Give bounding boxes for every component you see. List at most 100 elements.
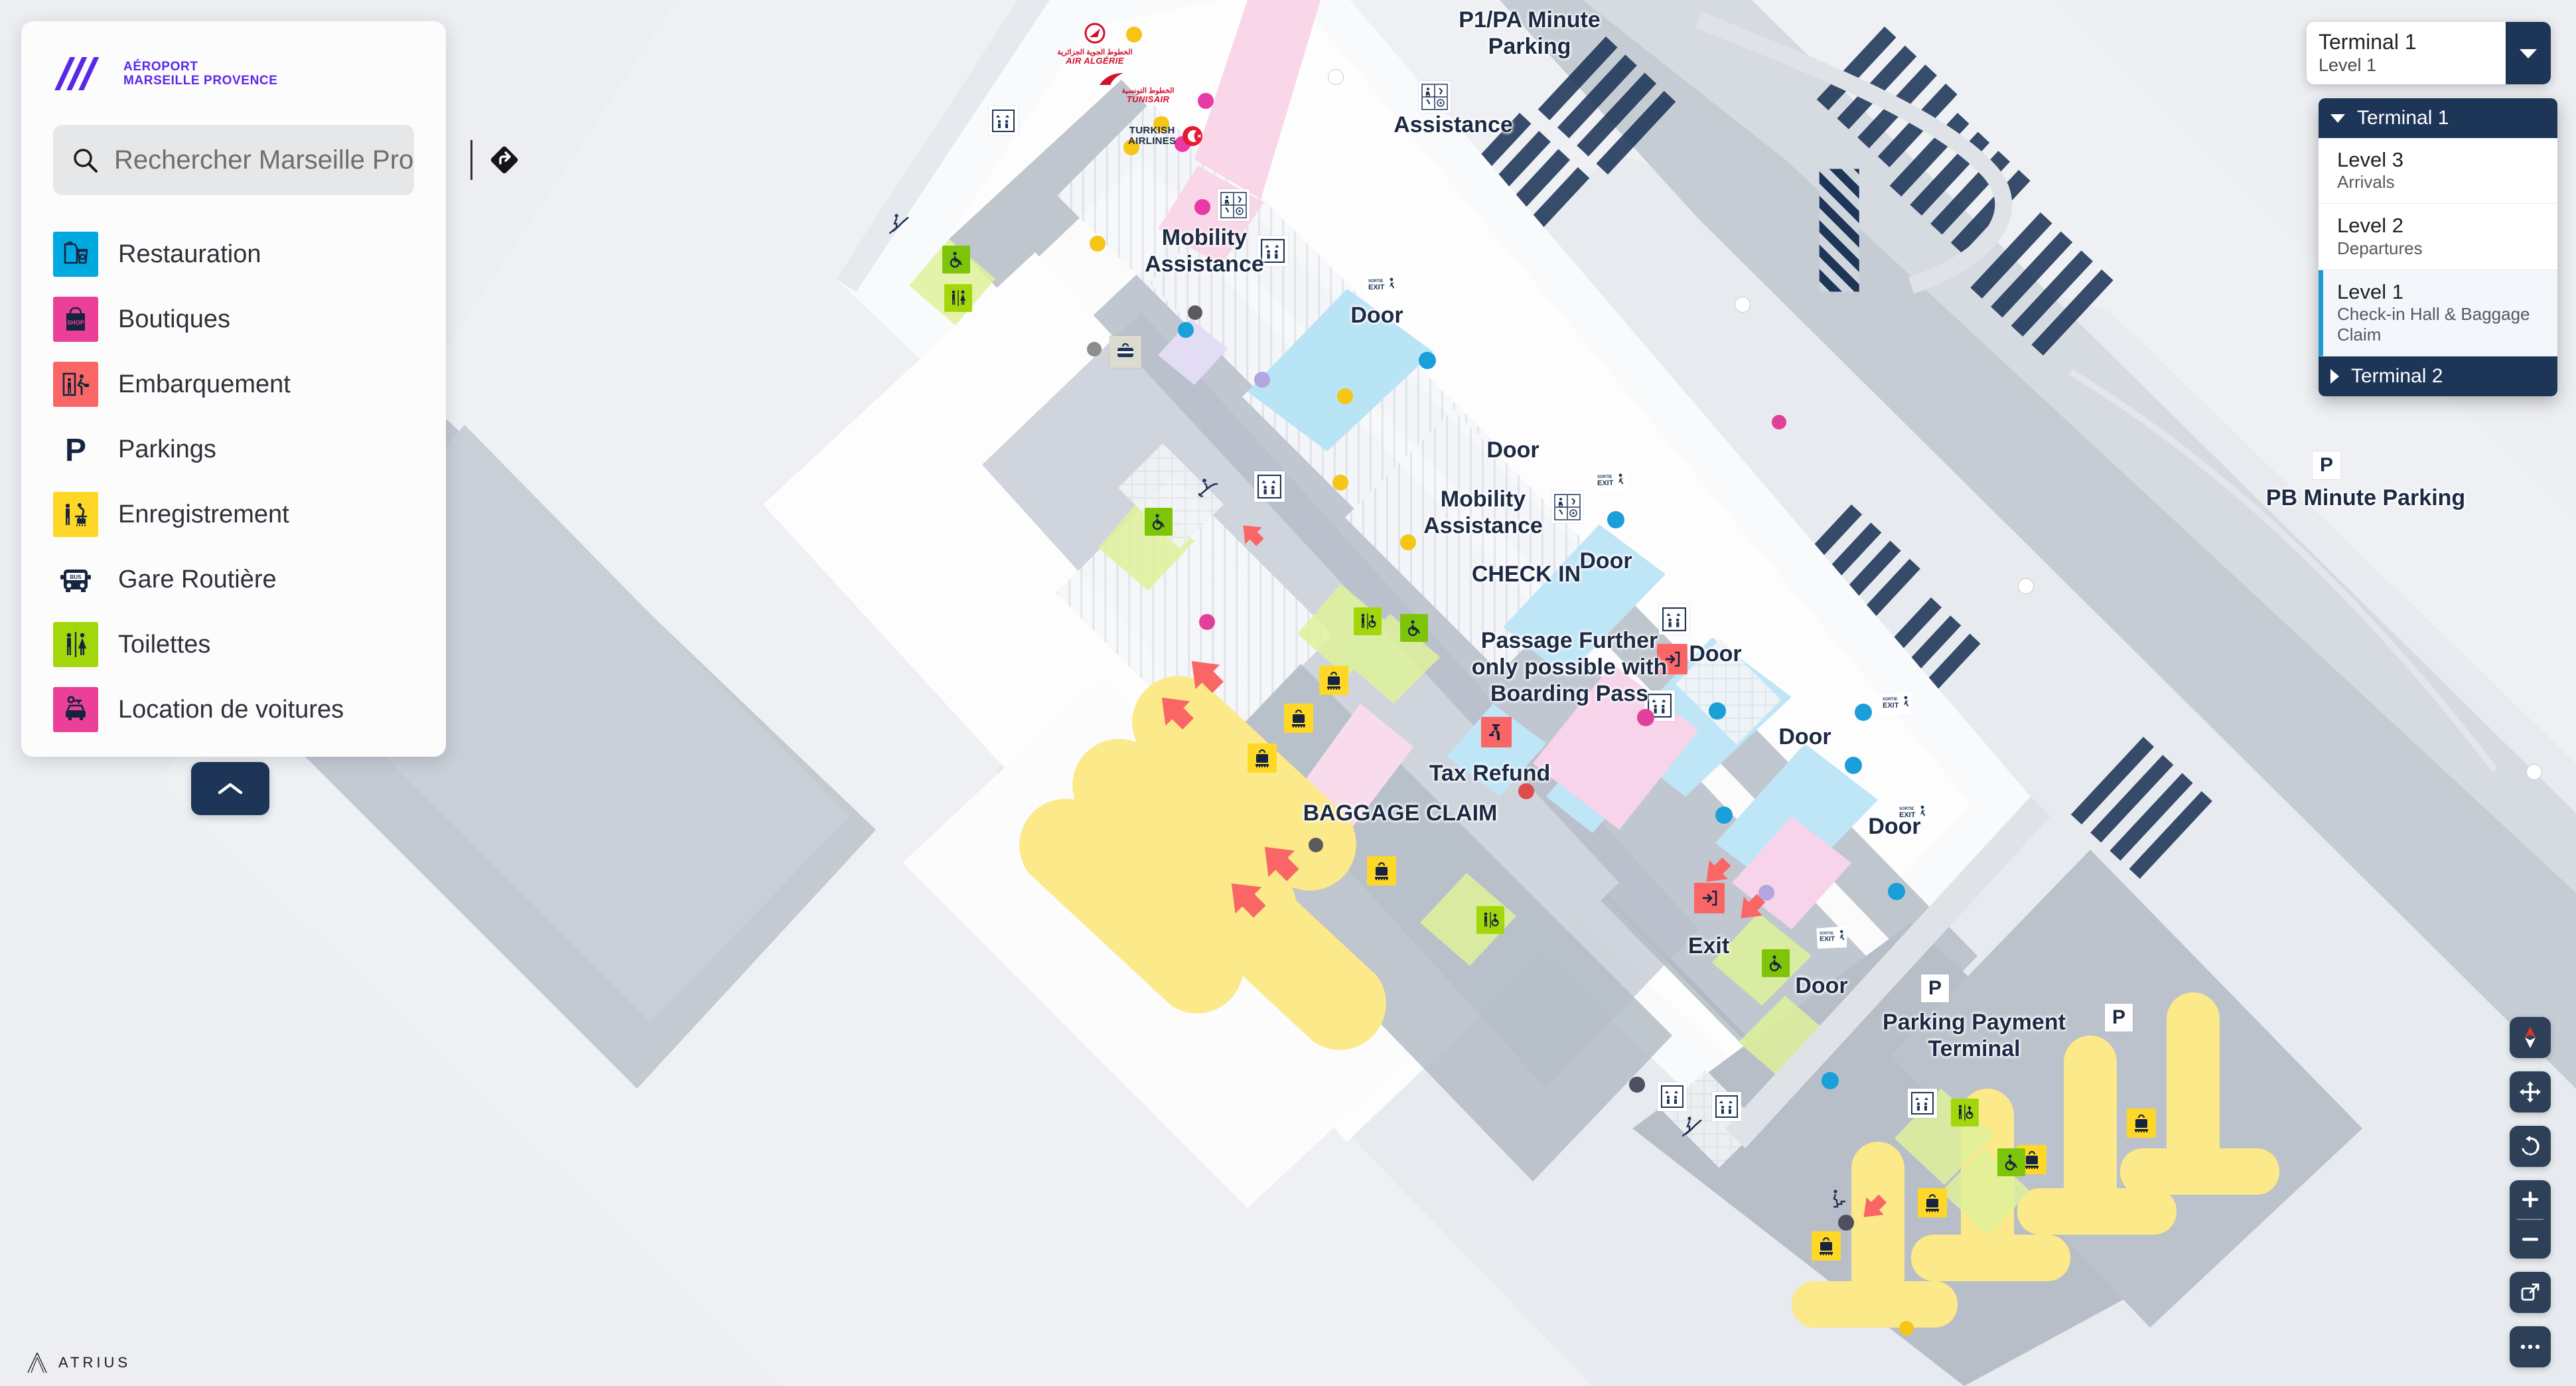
customs-officer-icon[interactable]: [1481, 717, 1512, 747]
map-poi-dot[interactable]: [1888, 883, 1905, 900]
map-poi-dot[interactable]: [1735, 297, 1750, 312]
restroom-icon[interactable]: [1951, 1099, 1979, 1126]
wheelchair-icon[interactable]: [1400, 614, 1428, 642]
restroom-icon[interactable]: [1476, 906, 1504, 934]
map-poi-dot[interactable]: [1337, 388, 1353, 404]
map-poi-dot[interactable]: [1188, 305, 1202, 320]
map-poi-dot[interactable]: [1419, 352, 1436, 369]
baggage-claim-icon[interactable]: [1367, 856, 1396, 886]
dropdown-level-3[interactable]: Level 3 Arrivals: [2319, 138, 2557, 204]
sidebar-item-toilettes[interactable]: Toilettes: [21, 612, 446, 677]
dropdown-level-2[interactable]: Level 2 Departures: [2319, 204, 2557, 270]
parking-marker[interactable]: P: [2313, 451, 2340, 479]
map-poi-dot[interactable]: [1838, 1215, 1854, 1231]
search-input[interactable]: [114, 145, 456, 175]
sidebar-item-boutiques[interactable]: SHOP Boutiques: [21, 287, 446, 352]
map-poi-dot[interactable]: [1709, 702, 1726, 720]
wheelchair-icon[interactable]: [942, 246, 970, 273]
restroom-icon[interactable]: [944, 284, 972, 312]
directions-icon[interactable]: [487, 143, 522, 177]
sidebar-item-restauration[interactable]: Restauration: [21, 222, 446, 287]
map-poi-dot[interactable]: [1254, 372, 1270, 388]
elevator-icon[interactable]: [1908, 1089, 1937, 1118]
dropdown-group-terminal-1[interactable]: Terminal 1: [2319, 98, 2557, 138]
airline-logo-tunisair[interactable]: الخطوط التونسية TUNISAIR: [1098, 72, 1198, 104]
map-poi-dot[interactable]: [1772, 415, 1786, 429]
baggage-claim-icon[interactable]: [1248, 743, 1277, 773]
dropdown-level-1[interactable]: Level 1 Check-in Hall & Baggage Claim: [2319, 270, 2557, 357]
map-poi-dot[interactable]: [1153, 116, 1169, 132]
sidebar-item-location-de-voitures[interactable]: Location de voitures: [21, 677, 446, 742]
map-poi-dot[interactable]: [2527, 765, 2541, 779]
zoom-controls[interactable]: [2510, 1180, 2551, 1259]
map-poi-dot[interactable]: [1822, 1072, 1839, 1089]
map-poi-dot[interactable]: [1518, 783, 1534, 799]
terminal-selector-caret[interactable]: [2506, 22, 2551, 84]
search-bar[interactable]: [53, 125, 518, 195]
map-poi-dot[interactable]: [1199, 614, 1215, 630]
sidebar-item-parkings[interactable]: P Parkings: [21, 417, 446, 482]
mobility-assistance-icon[interactable]: [1218, 189, 1250, 221]
baggage-claim-icon[interactable]: [1918, 1188, 1947, 1217]
map-poi-dot[interactable]: [1607, 511, 1624, 528]
baggage-claim-icon[interactable]: [1319, 666, 1348, 695]
map-poi-dot[interactable]: [1178, 322, 1194, 338]
baggage-service-icon[interactable]: [1109, 336, 1141, 368]
zoom-in-button[interactable]: [2520, 1180, 2541, 1219]
security-exit-icon[interactable]: [1657, 644, 1687, 674]
map-poi-dot[interactable]: [1332, 475, 1348, 491]
stairs-icon[interactable]: [1825, 1185, 1854, 1214]
map-poi-dot[interactable]: [2019, 579, 2033, 593]
map-poi-dot[interactable]: [1126, 27, 1142, 42]
security-exit-icon[interactable]: [1694, 883, 1725, 913]
map-poi-dot[interactable]: [1087, 342, 1102, 356]
baggage-claim-icon[interactable]: [1284, 704, 1313, 733]
parking-marker[interactable]: P: [2105, 1004, 2133, 1032]
wheelchair-icon[interactable]: [1145, 508, 1173, 536]
terminal-dropdown[interactable]: Terminal 1 Level 3 Arrivals Level 2 Depa…: [2319, 98, 2557, 397]
mobility-assistance-icon[interactable]: [1419, 81, 1451, 113]
zoom-out-button[interactable]: [2520, 1220, 2541, 1259]
escalator-icon[interactable]: [1194, 473, 1225, 503]
map-poi-dot[interactable]: [1637, 709, 1654, 726]
airline-logo-air-algerie[interactable]: الخطوط الجوية الجزائرية AIR ALGÉRIE: [1052, 23, 1138, 65]
sidebar-item-gare-routiere[interactable]: BUS Gare Routière: [21, 547, 446, 612]
map-poi-dot[interactable]: [1845, 757, 1862, 774]
escalator-icon[interactable]: [886, 209, 916, 240]
sidebar-item-embarquement[interactable]: Embarquement: [21, 352, 446, 417]
wheelchair-icon[interactable]: [1762, 949, 1790, 977]
restroom-icon[interactable]: [1354, 607, 1382, 635]
map-poi-dot[interactable]: [1400, 534, 1416, 550]
elevator-icon[interactable]: [989, 106, 1018, 135]
elevator-icon[interactable]: [1658, 1082, 1687, 1111]
share-button[interactable]: [2510, 1272, 2551, 1313]
map-poi-dot[interactable]: [1715, 807, 1733, 824]
more-button[interactable]: [2510, 1326, 2551, 1367]
baggage-claim-icon[interactable]: [1812, 1231, 1841, 1261]
wheelchair-icon[interactable]: [1997, 1148, 2025, 1176]
elevator-icon[interactable]: [1254, 471, 1285, 502]
map-poi-dot[interactable]: [1198, 93, 1214, 109]
escalator-icon[interactable]: [1679, 1112, 1709, 1142]
parking-marker[interactable]: P: [1921, 974, 1949, 1002]
elevator-icon[interactable]: [1659, 604, 1689, 635]
map-poi-dot[interactable]: [1090, 236, 1106, 252]
elevator-icon[interactable]: [1257, 236, 1288, 266]
sidebar-item-enregistrement[interactable]: Enregistrement: [21, 482, 446, 547]
terminal-level-selector[interactable]: Terminal 1 Level 1: [2307, 22, 2551, 84]
map-poi-dot[interactable]: [1758, 885, 1774, 901]
elevator-icon[interactable]: [1712, 1092, 1741, 1121]
pan-button[interactable]: [2510, 1071, 2551, 1113]
dropdown-group-terminal-2[interactable]: Terminal 2: [2319, 356, 2557, 397]
map-poi-dot[interactable]: [1328, 70, 1343, 84]
collapse-panel-button[interactable]: [191, 762, 269, 815]
map-poi-dot[interactable]: [1194, 199, 1210, 215]
baggage-claim-icon[interactable]: [2127, 1109, 2156, 1138]
